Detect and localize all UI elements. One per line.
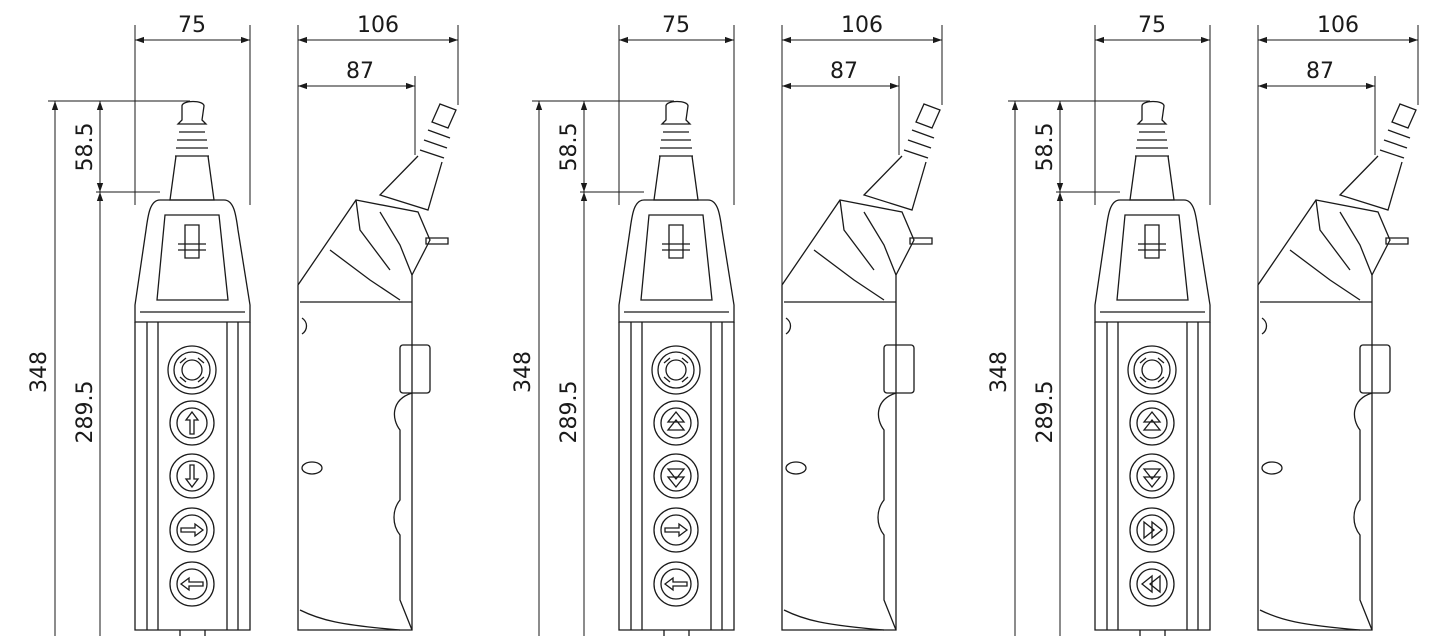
dim-depth-body: 87 bbox=[1306, 59, 1334, 84]
dim-height-body: 289.5 bbox=[73, 381, 98, 444]
front-view bbox=[618, 100, 735, 636]
button-emergency-stop[interactable] bbox=[651, 345, 701, 395]
dimensions bbox=[532, 25, 943, 636]
front-view bbox=[1094, 100, 1211, 636]
dim-height-top: 58.5 bbox=[73, 123, 98, 172]
emergency-stop-profile bbox=[883, 344, 915, 394]
button-3[interactable] bbox=[1129, 507, 1175, 553]
button-2[interactable] bbox=[653, 453, 699, 499]
variant-1: 75 106 87 348 58.5 289.5 bbox=[27, 13, 459, 636]
key-icon bbox=[425, 237, 449, 245]
dim-height-total: 348 bbox=[511, 351, 536, 393]
arrow-right-icon bbox=[664, 522, 689, 538]
double-down-icon bbox=[1142, 468, 1162, 489]
side-view bbox=[1257, 103, 1417, 631]
variant-3: 75 106 87 348 58.5 289.5 bbox=[987, 13, 1419, 636]
arrow-left-icon bbox=[663, 576, 688, 592]
dimension-labels: 75 106 87 348 58.5 289.5 bbox=[987, 13, 1359, 443]
dim-depth-body: 87 bbox=[346, 59, 374, 84]
emergency-stop-profile bbox=[1359, 344, 1391, 394]
dim-height-body: 289.5 bbox=[557, 381, 582, 444]
button-1[interactable] bbox=[1129, 400, 1175, 446]
dimension-labels: 75 106 87 348 58.5 289.5 bbox=[27, 13, 399, 443]
arrow-up-icon bbox=[184, 410, 200, 435]
key-icon bbox=[1385, 237, 1409, 245]
dim-depth-body: 87 bbox=[830, 59, 858, 84]
dim-width-top: 75 bbox=[178, 13, 206, 38]
double-down-icon bbox=[666, 468, 686, 489]
button-1[interactable] bbox=[653, 400, 699, 446]
button-4[interactable] bbox=[1129, 561, 1175, 607]
front-view bbox=[134, 100, 251, 636]
dim-depth-total: 106 bbox=[841, 13, 883, 38]
dim-height-top: 58.5 bbox=[1033, 123, 1058, 172]
arrow-left-icon bbox=[179, 576, 204, 592]
dim-depth-total: 106 bbox=[1317, 13, 1359, 38]
button-1[interactable] bbox=[169, 400, 215, 446]
button-emergency-stop[interactable] bbox=[1127, 345, 1177, 395]
dim-height-body: 289.5 bbox=[1033, 381, 1058, 444]
arrow-down-icon bbox=[184, 464, 200, 489]
double-left-icon bbox=[1140, 574, 1161, 594]
dim-height-total: 348 bbox=[987, 351, 1012, 393]
dimensions bbox=[1008, 25, 1419, 636]
dim-width-top: 75 bbox=[662, 13, 690, 38]
button-2[interactable] bbox=[1129, 453, 1175, 499]
side-view bbox=[297, 103, 457, 631]
dimension-labels: 75 106 87 348 58.5 289.5 bbox=[511, 13, 883, 443]
double-up-icon bbox=[666, 410, 686, 431]
button-4[interactable] bbox=[169, 561, 215, 607]
dim-height-total: 348 bbox=[27, 351, 52, 393]
button-4[interactable] bbox=[653, 561, 699, 607]
variant-2: 75 106 87 348 58.5 289.5 bbox=[511, 13, 943, 636]
button-emergency-stop[interactable] bbox=[167, 345, 217, 395]
double-right-icon bbox=[1143, 520, 1164, 540]
double-up-icon bbox=[1142, 410, 1162, 431]
dim-depth-total: 106 bbox=[357, 13, 399, 38]
dim-height-top: 58.5 bbox=[557, 123, 582, 172]
side-view bbox=[781, 103, 941, 631]
button-2[interactable] bbox=[169, 453, 215, 499]
button-3[interactable] bbox=[653, 507, 699, 553]
dim-width-top: 75 bbox=[1138, 13, 1166, 38]
dimensions bbox=[48, 25, 459, 636]
arrow-right-icon bbox=[180, 522, 205, 538]
button-3[interactable] bbox=[169, 507, 215, 553]
emergency-stop-profile bbox=[399, 344, 431, 394]
key-icon bbox=[909, 237, 933, 245]
